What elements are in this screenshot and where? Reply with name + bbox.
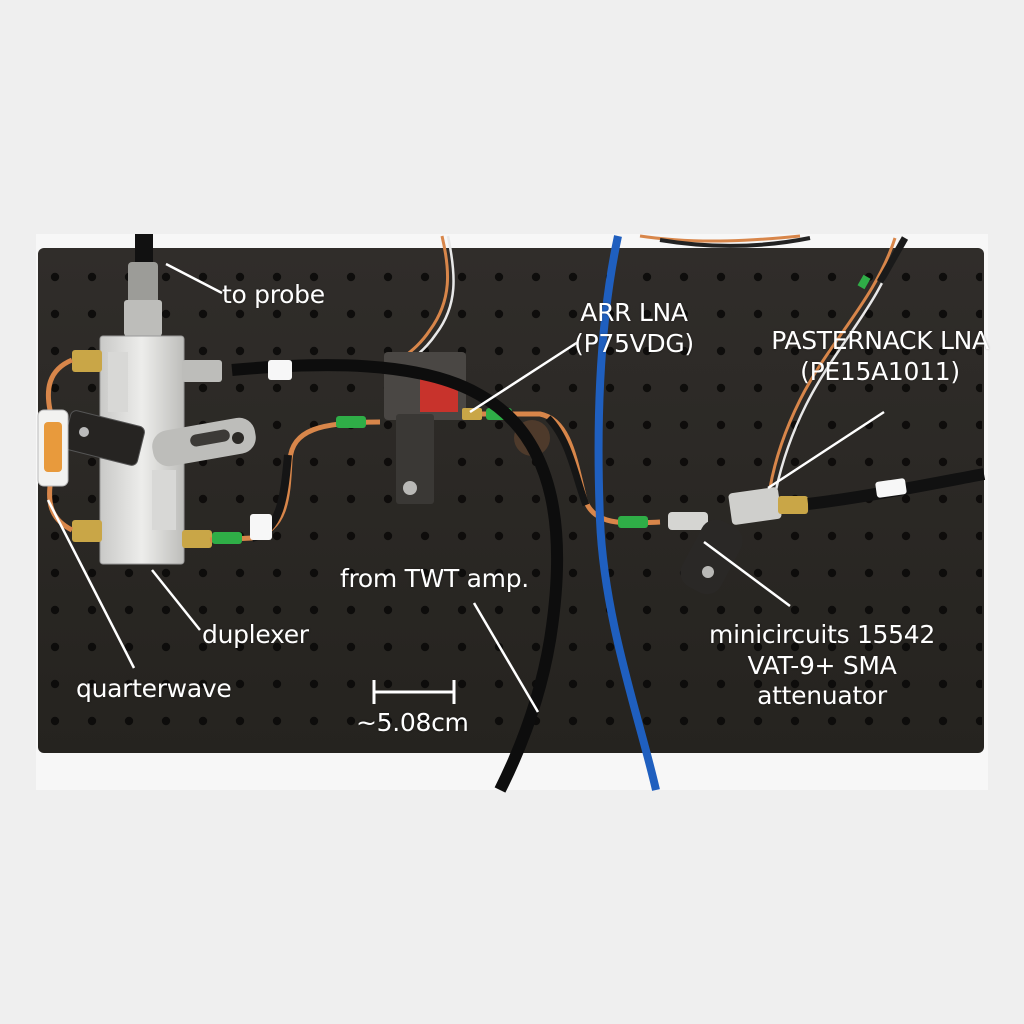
label-pasternack-lna-line1: PASTERNACK LNA (771, 326, 989, 355)
probe-cable (135, 234, 153, 262)
label-pasternack-lna-line2: (PE15A1011) (800, 356, 960, 386)
label-arr-lna-line1: ARR LNA (580, 298, 688, 327)
leader-arr-lna (469, 340, 579, 414)
label-quarterwave: quarterwave (76, 674, 232, 703)
leader-attenuator (703, 540, 791, 608)
label-arr-lna-line2: (P75VDG) (574, 328, 694, 358)
quarterwave-semi-rigid (45, 357, 74, 411)
lna-clamp (680, 519, 743, 595)
label-attenuator-line2: VAT-9+ SMA (747, 650, 897, 680)
label-pasternack-lna: PASTERNACK LNA (PE15A1011) (771, 326, 989, 387)
label-attenuator-line1: minicircuits 15542 (709, 620, 935, 649)
pasternack-wire-white (774, 239, 902, 491)
label-duplexer: duplexer (202, 620, 309, 649)
lna-power-wire-orange (399, 235, 449, 362)
label-to-probe: to probe (222, 280, 325, 309)
blue-coax-cable (594, 235, 660, 791)
label-attenuator: minicircuits 15542 VAT-9+ SMA attenuator (709, 620, 935, 712)
leader-duplexer (151, 569, 201, 631)
leader-pasternack-lna (767, 410, 885, 490)
label-scale-bar: ~5.08cm (356, 708, 469, 737)
label-attenuator-line3: attenuator (757, 681, 887, 710)
leader-to-probe (165, 262, 223, 295)
attenuator-body (668, 512, 708, 530)
label-arr-lna: ARR LNA (P75VDG) (574, 298, 694, 359)
pasternack-wire-orange (768, 237, 897, 489)
leader-from-twt (472, 602, 540, 713)
leader-quarterwave (46, 499, 136, 669)
pasternack-lna-body (728, 487, 782, 525)
scale-bar (372, 680, 456, 704)
label-from-twt: from TWT amp. (340, 564, 529, 593)
